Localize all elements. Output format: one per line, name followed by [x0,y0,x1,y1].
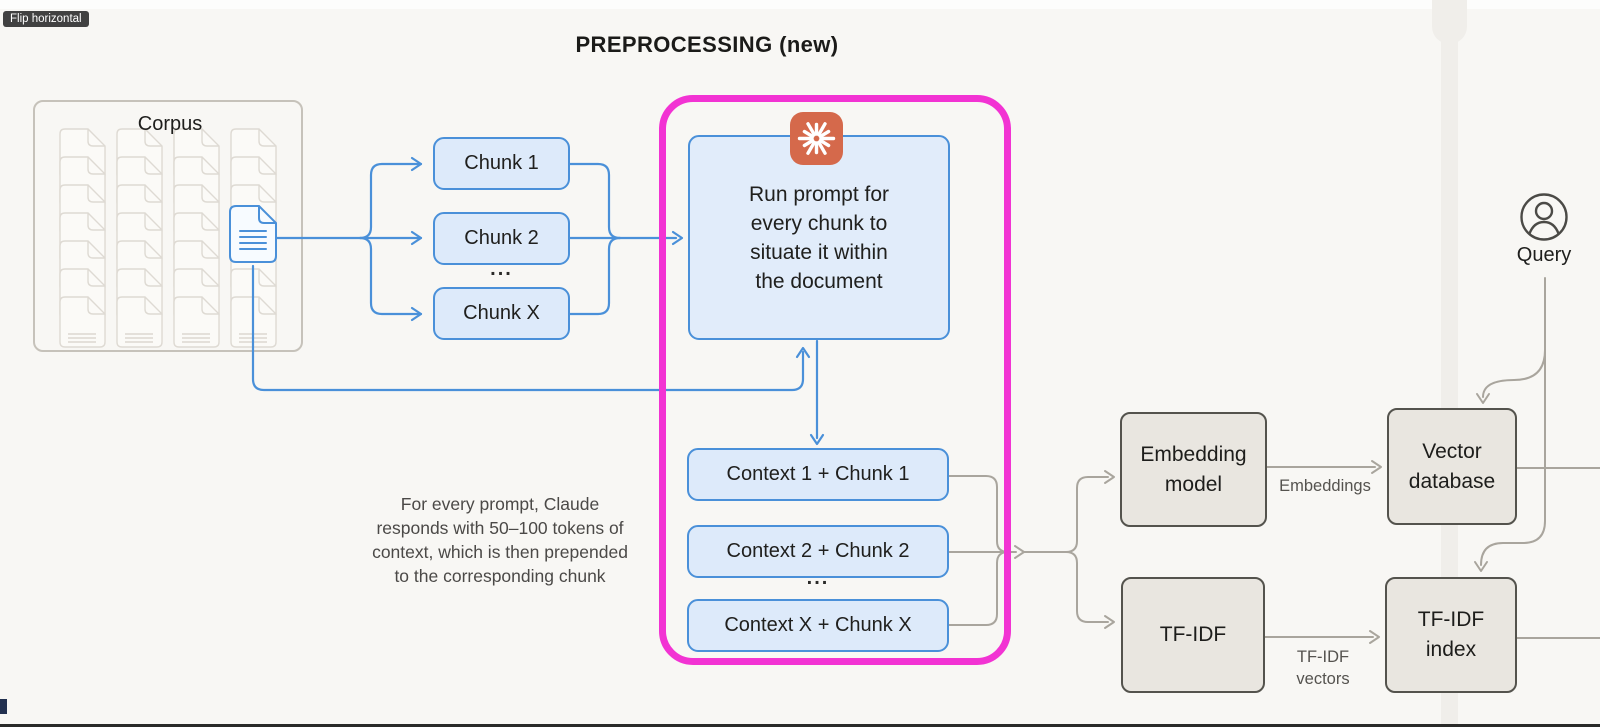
corpus-box [33,100,303,352]
document-icon [229,205,277,268]
chunk-x-box: Chunk X [433,287,570,340]
user-icon [1516,189,1572,245]
bottom-left-corner-sliver [0,699,7,714]
blue-connectors [251,156,825,446]
diagram-title: PREPROCESSING (new) [575,32,839,57]
tfidf-vectors-edge-label: TF-IDF vectors [1296,648,1350,688]
embeddings-edge-label: Embeddings [1279,477,1371,495]
contextualization-highlight-outline [659,95,1011,665]
tfidf-box: TF-IDF [1121,577,1265,693]
embedding-model-box: Embedding model [1120,412,1267,527]
top-strip [0,0,1600,9]
corpus-label: Corpus [137,113,203,135]
corpus-document-icon [115,296,163,353]
chunk-2-box: Chunk 2 [433,212,570,265]
annotation-text: For every prompt, Claude responds with 5… [372,494,628,586]
corpus-document-icon [172,296,220,353]
gray-connectors [948,277,1600,644]
chunk-1-box: Chunk 1 [433,137,570,190]
tfidf-index-box: TF-IDF index [1385,577,1517,693]
flip-horizontal-menu-item[interactable]: Flip horizontal [3,11,89,27]
claude-starburst-icon [790,112,843,165]
chunk-ellipsis: ... [490,258,513,280]
page-fold-band [1432,0,1467,727]
context-ellipsis: ... [806,567,830,589]
context-2-chunk-2-box: Context 2 + Chunk 2 [687,525,949,578]
context-x-chunk-x-box: Context X + Chunk X [687,599,949,652]
query-label: Query [1516,244,1572,266]
bottom-window-border [0,724,1600,727]
corpus-document-icon [58,296,106,353]
context-1-chunk-1-box: Context 1 + Chunk 1 [687,448,949,501]
run-prompt-box: Run prompt for every chunk to situate it… [688,135,950,340]
vector-database-box: Vector database [1387,408,1517,525]
